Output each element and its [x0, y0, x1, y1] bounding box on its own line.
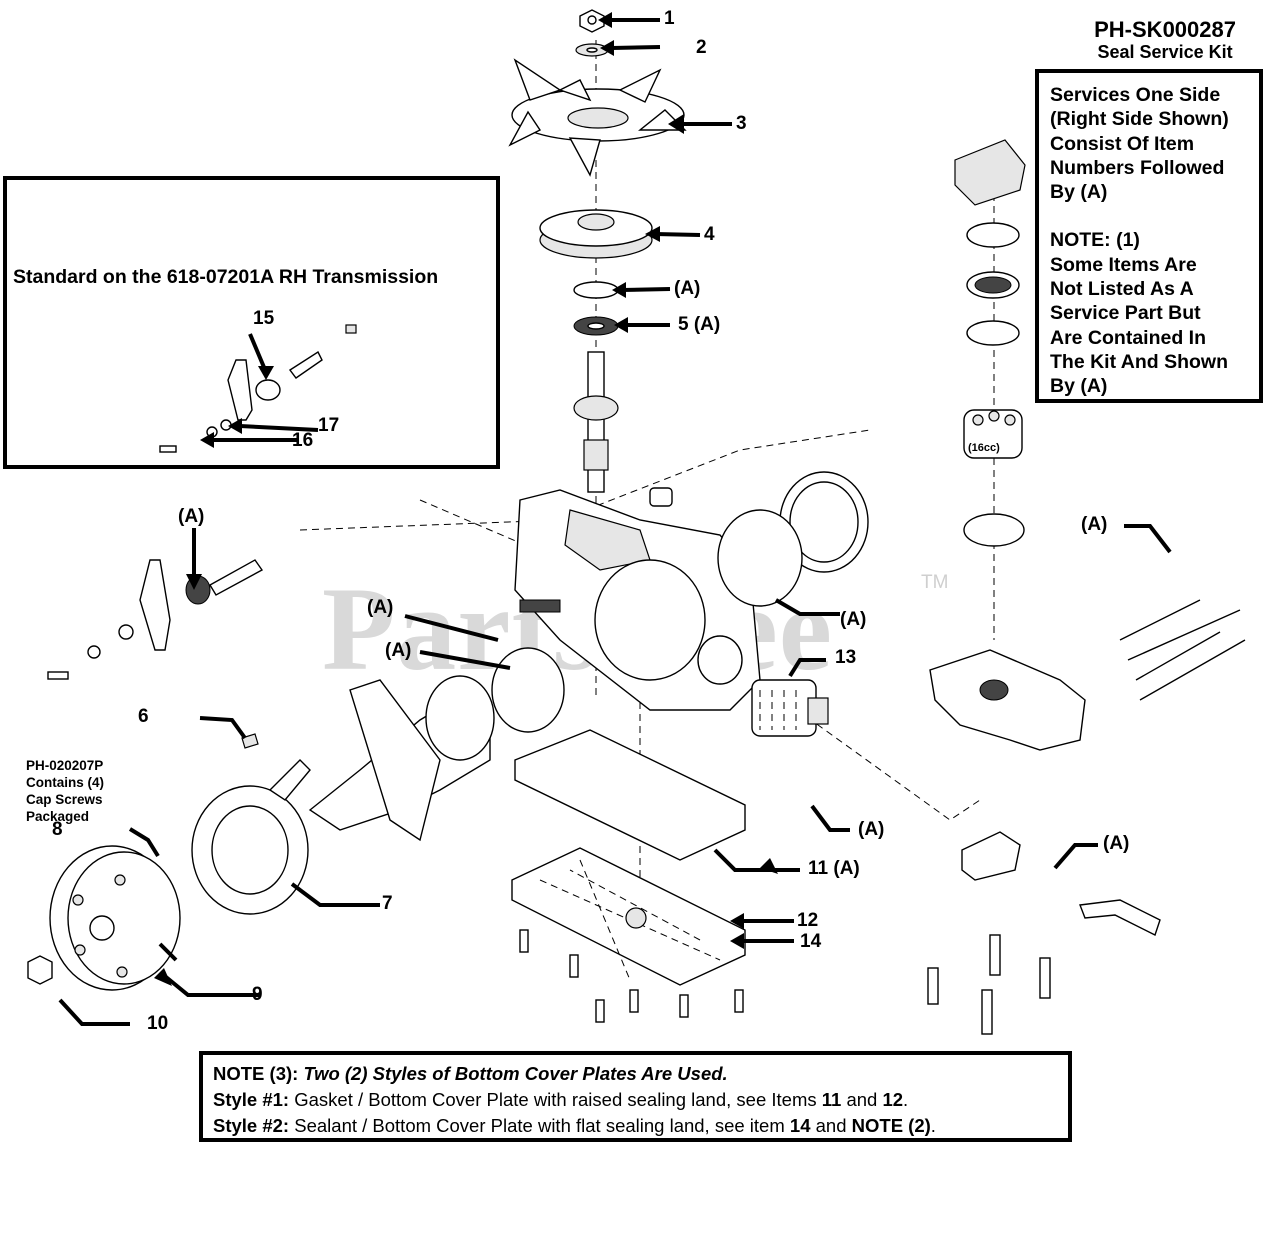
callout-right-top-a: (A) — [1081, 514, 1108, 535]
standard-parts-box: Standard on the 618-07201A RH Transmissi… — [3, 176, 500, 469]
kit-name: Seal Service Kit — [1097, 42, 1233, 62]
washer — [575, 43, 609, 57]
callout-o-ring-a-1: (A) — [367, 597, 394, 618]
style-2-label: Style #2: — [213, 1115, 290, 1136]
snap-ring — [573, 281, 619, 299]
callout-2: 2 — [696, 37, 707, 58]
style-1-end: . — [903, 1089, 909, 1110]
note-3-box: NOTE (3): Two (2) Styles of Bottom Cover… — [199, 1051, 1072, 1142]
bottom-cover-plate — [511, 847, 746, 986]
callout-15: 15 — [253, 308, 275, 329]
leader-arrows — [58, 18, 1172, 1026]
control-arm — [47, 559, 264, 680]
style-1-and: and — [846, 1089, 878, 1110]
kit-note-1: NOTE: (1) Some Items Are Not Listed As A… — [1050, 229, 1229, 398]
wheel-hub — [49, 845, 181, 991]
callout-left-seal-a: (A) — [178, 506, 205, 527]
callout-4: 4 — [704, 224, 715, 245]
long-bolts — [1119, 599, 1246, 701]
callout-16: 16 — [292, 430, 314, 451]
callout-right-mid-a: (A) — [858, 819, 885, 840]
note-3-style-2: Style #2: Sealant / Bottom Cover Plate w… — [213, 1113, 1068, 1139]
callout-17: 17 — [318, 415, 340, 436]
assembly-line — [299, 429, 871, 531]
kit-notes-box: Services One Side (Right Side Shown) Con… — [1035, 69, 1263, 403]
callout-8: 8 — [52, 819, 63, 840]
input-shaft — [573, 351, 619, 493]
callout-11: 11 (A) — [808, 858, 860, 879]
cooling-fan — [508, 58, 687, 177]
style-1-label: Style #1: — [213, 1089, 290, 1110]
side-cover — [779, 471, 869, 573]
nut — [579, 9, 605, 33]
style-2-note-ref: NOTE (2) — [851, 1115, 931, 1136]
watermark-trademark: TM — [921, 572, 949, 593]
note-3-lead: NOTE (3): — [213, 1063, 299, 1084]
cap-screws — [519, 929, 1051, 1035]
kit-header: PH-SK000287 Seal Service Kit — [1094, 17, 1236, 63]
side-cover-gasket — [717, 509, 803, 607]
oil-filter — [751, 679, 829, 737]
callout-6: 6 — [138, 706, 149, 727]
callout-5: 5 (A) — [678, 314, 721, 335]
kit-service-note: Services One Side (Right Side Shown) Con… — [1050, 84, 1229, 204]
transmission-housing — [514, 489, 761, 711]
style-2-end: . — [930, 1115, 936, 1136]
valve-plate — [963, 513, 1025, 547]
callout-right-bot-a: (A) — [1103, 833, 1130, 854]
standard-parts-title: Standard on the 618-07201A RH Transmissi… — [13, 266, 439, 288]
cap-screw-note: PH-020207P Contains (4) Cap Screws Packa… — [26, 758, 105, 824]
pulley — [539, 209, 653, 259]
style-1-text: Gasket / Bottom Cover Plate with raised … — [294, 1089, 817, 1110]
pump-cylinder-block — [963, 409, 1023, 459]
pump-cover — [954, 139, 1026, 206]
callout-10: 10 — [147, 1013, 169, 1034]
style-1-item-b: 12 — [882, 1089, 904, 1110]
style-2-item: 14 — [789, 1115, 811, 1136]
callout-1: 1 — [664, 8, 675, 29]
callout-13: 13 — [835, 647, 857, 668]
style-2-text: Sealant / Bottom Cover Plate with flat s… — [294, 1115, 785, 1136]
bearing — [966, 222, 1020, 346]
callout-14: 14 — [800, 931, 822, 952]
kit-id: PH-SK000287 — [1094, 17, 1236, 42]
hub-nut — [27, 955, 53, 985]
callout-7: 7 — [382, 893, 393, 914]
callout-gasket-a: (A) — [840, 609, 867, 630]
bypass-arm — [1079, 899, 1161, 936]
style-2-and: and — [815, 1115, 847, 1136]
callout-9: 9 — [252, 984, 263, 1005]
callout-12: 12 — [797, 910, 819, 931]
callout-snap-ring-a: (A) — [674, 278, 701, 299]
callout-o-ring-a-2: (A) — [385, 640, 412, 661]
center-section — [929, 649, 1086, 751]
note-3-style-1: Style #1: Gasket / Bottom Cover Plate wi… — [213, 1087, 1068, 1113]
axle-assembly — [308, 675, 495, 842]
note-3-title: Two (2) Styles of Bottom Cover Plates Ar… — [303, 1063, 728, 1084]
style-1-item-a: 11 — [821, 1089, 842, 1110]
callout-3: 3 — [736, 113, 747, 134]
o-ring — [491, 647, 565, 733]
pump-displacement-label: (16cc) — [968, 442, 1000, 454]
inset-control-arm — [159, 324, 357, 453]
arrow-heads — [154, 12, 778, 986]
breather-fitting — [649, 487, 673, 507]
shaft-seal — [573, 316, 619, 336]
charge-pump — [961, 831, 1021, 881]
brake-key — [241, 733, 259, 749]
brake-assembly — [191, 759, 311, 915]
bottom-gasket — [514, 729, 746, 861]
note-3-header: NOTE (3): Two (2) Styles of Bottom Cover… — [213, 1061, 1068, 1087]
